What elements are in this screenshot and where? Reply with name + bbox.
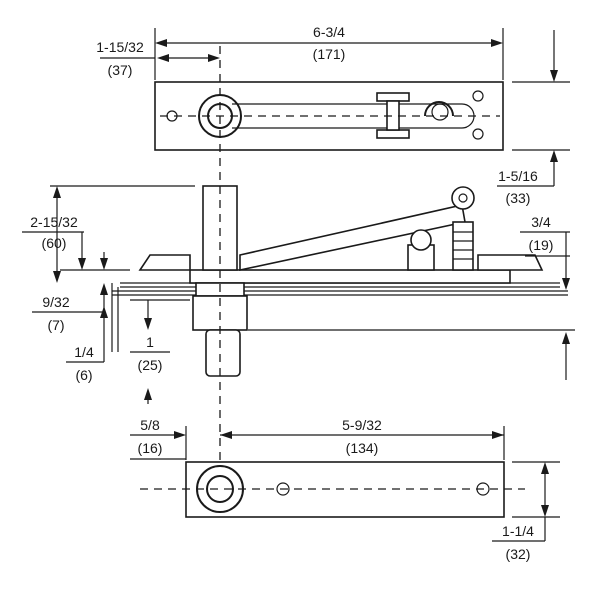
dim-top-overall-mm: (171) <box>313 46 346 62</box>
dimension-lines <box>22 28 575 542</box>
dim-side-plate-frac: 9/32 <box>42 294 69 310</box>
dim-side-right-mm: (19) <box>529 237 554 253</box>
dim-top-offset-mm: (37) <box>108 62 133 78</box>
dim-side-spindle-frac: 1 <box>146 334 154 350</box>
side-spring-housing <box>452 221 474 271</box>
dim-side-height-frac: 2-15/32 <box>30 214 78 230</box>
side-view <box>111 46 568 520</box>
dim-bottom-offset-mm: (16) <box>138 440 163 456</box>
dim-bottom-holes-frac: 5-9/32 <box>342 417 382 433</box>
dim-bottom-holes-mm: (134) <box>346 440 379 456</box>
side-right-foot <box>477 254 544 271</box>
side-base-plate <box>189 269 511 284</box>
dim-bottom-width-mm: (32) <box>506 546 531 562</box>
top-view <box>154 81 504 151</box>
dim-side-right-frac: 3/4 <box>531 214 551 230</box>
side-arm-pivot <box>451 186 475 210</box>
side-roller <box>410 229 432 251</box>
top-roller-cutout <box>424 101 454 117</box>
dim-bottom-offset-frac: 5/8 <box>140 417 160 433</box>
dim-top-width-mm: (33) <box>506 190 531 206</box>
bottom-pivot-inner-circle <box>206 475 234 503</box>
dim-side-gap-frac: 1/4 <box>74 344 94 360</box>
top-roller <box>431 103 449 121</box>
side-arm-pivot-inner <box>458 193 468 203</box>
dim-side-spindle-mm: (25) <box>138 357 163 373</box>
side-left-foot <box>138 254 191 271</box>
dim-top-width-frac: 1-5/16 <box>498 168 538 184</box>
top-adjuster-head-upper <box>376 92 410 102</box>
dim-side-gap-mm: (6) <box>75 367 92 383</box>
dim-side-plate-mm: (7) <box>47 317 64 333</box>
bottom-screw-hole-left <box>276 482 290 496</box>
dimension-labels: 6-3/4 (171) 1-15/32 (37) 1-5/16 (33) 2-1… <box>30 24 553 562</box>
top-screw-hole-upper-right <box>472 90 484 102</box>
top-adjuster-head-lower <box>376 129 410 139</box>
dim-top-overall-frac: 6-3/4 <box>313 24 345 40</box>
dim-bottom-width-frac: 1-1/4 <box>502 523 534 539</box>
side-spindle <box>205 329 241 377</box>
bottom-view <box>140 461 525 518</box>
dim-side-height-mm: (60) <box>42 235 67 251</box>
dim-top-offset-frac: 1-15/32 <box>96 39 144 55</box>
top-screw-hole-lower-right <box>472 128 484 140</box>
